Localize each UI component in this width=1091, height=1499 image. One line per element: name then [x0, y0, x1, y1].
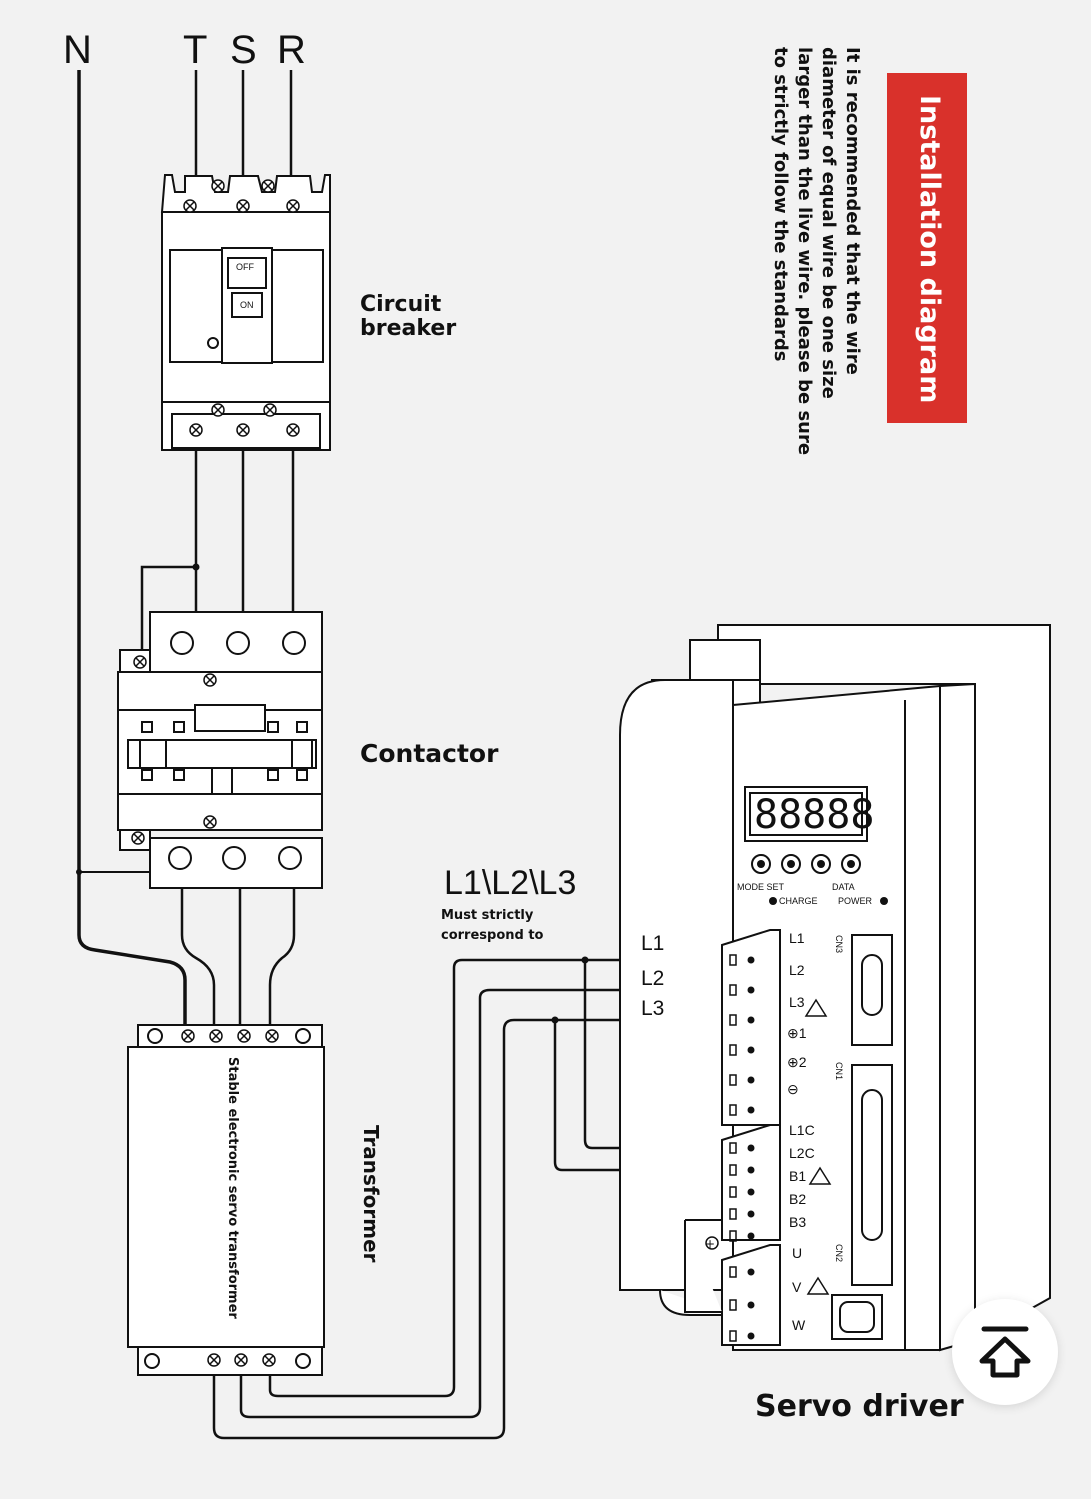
term-l1: L1 [789, 930, 805, 946]
breaker-off-label: OFF [236, 262, 254, 272]
wire-label-l3: L3 [641, 997, 664, 1020]
driver-display: 88888 [754, 792, 874, 838]
contactor [117, 611, 323, 889]
breaker-contactor-wires [140, 450, 295, 655]
term-n: ⊖ [787, 1081, 799, 1097]
charge-label: CHARGE [779, 896, 818, 906]
supply-label-s: S [230, 28, 257, 72]
cn2-label: CN2 [834, 1244, 844, 1262]
back-to-top-button[interactable] [952, 1299, 1058, 1405]
transformer-body-label: Stable electronic servo transformer [225, 1057, 240, 1319]
servo-supply-wires [212, 958, 748, 1440]
phase-supply-wires [194, 70, 293, 185]
term-u: U [792, 1245, 802, 1261]
supply-label-r: R [277, 28, 306, 72]
circuit-breaker-label: Circuit breaker [360, 292, 457, 341]
cn1-label: CN1 [834, 1062, 844, 1080]
phase-note-caption: Must strictly correspond to [441, 908, 544, 943]
term-w: W [792, 1317, 806, 1333]
terminal-block-top [747, 956, 755, 1340]
circuit-breaker [160, 174, 331, 451]
seven-seg-display: 88888 [754, 792, 874, 838]
supply-label-t: T [183, 28, 208, 72]
term-l2c: L2C [789, 1145, 815, 1161]
transformer-label: Transformer [359, 1125, 383, 1263]
servo-driver [619, 624, 1051, 1352]
wire-label-l1: L1 [641, 932, 664, 955]
term-v: V [792, 1279, 802, 1295]
recommendation-note: It is recommended that the wire diameter… [770, 47, 863, 456]
term-l2: L2 [789, 962, 805, 978]
transformer [127, 1024, 325, 1376]
connector-labels: CN3 CN1 CN2 [834, 935, 844, 1262]
phase-note-title: L1\L2\L3 [444, 864, 577, 902]
power-label: POWER [838, 896, 873, 906]
term-b2: B2 [789, 1191, 806, 1207]
term-l1c: L1C [789, 1122, 815, 1138]
breaker-on-label: ON [240, 300, 254, 310]
servo-driver-label: Servo driver [755, 1389, 964, 1424]
term-p1: ⊕1 [787, 1025, 807, 1041]
wire-label-l2: L2 [641, 967, 664, 990]
term-b1: B1 [789, 1168, 806, 1184]
svg-text:+: + [705, 1237, 715, 1251]
neutral-wire [77, 70, 187, 1025]
term-p2: ⊕2 [787, 1054, 807, 1070]
contactor-transformer-wires [180, 888, 296, 1028]
installation-diagram-badge: Installation diagram [887, 73, 967, 423]
contactor-label: Contactor [360, 739, 499, 768]
mode-set-label: MODE SET [737, 882, 785, 892]
terminal-labels: L1 L2 L3 ⊕1 ⊕2 ⊖ L1C L2C B1 B2 B3 U V W [787, 930, 815, 1333]
arrow-up-home-icon [979, 1326, 1031, 1378]
term-l3: L3 [789, 994, 805, 1010]
term-b3: B3 [789, 1214, 806, 1230]
cn3-label: CN3 [834, 935, 844, 953]
data-label: DATA [832, 882, 855, 892]
supply-label-n: N [63, 28, 92, 72]
badge-text: Installation diagram [914, 95, 945, 404]
